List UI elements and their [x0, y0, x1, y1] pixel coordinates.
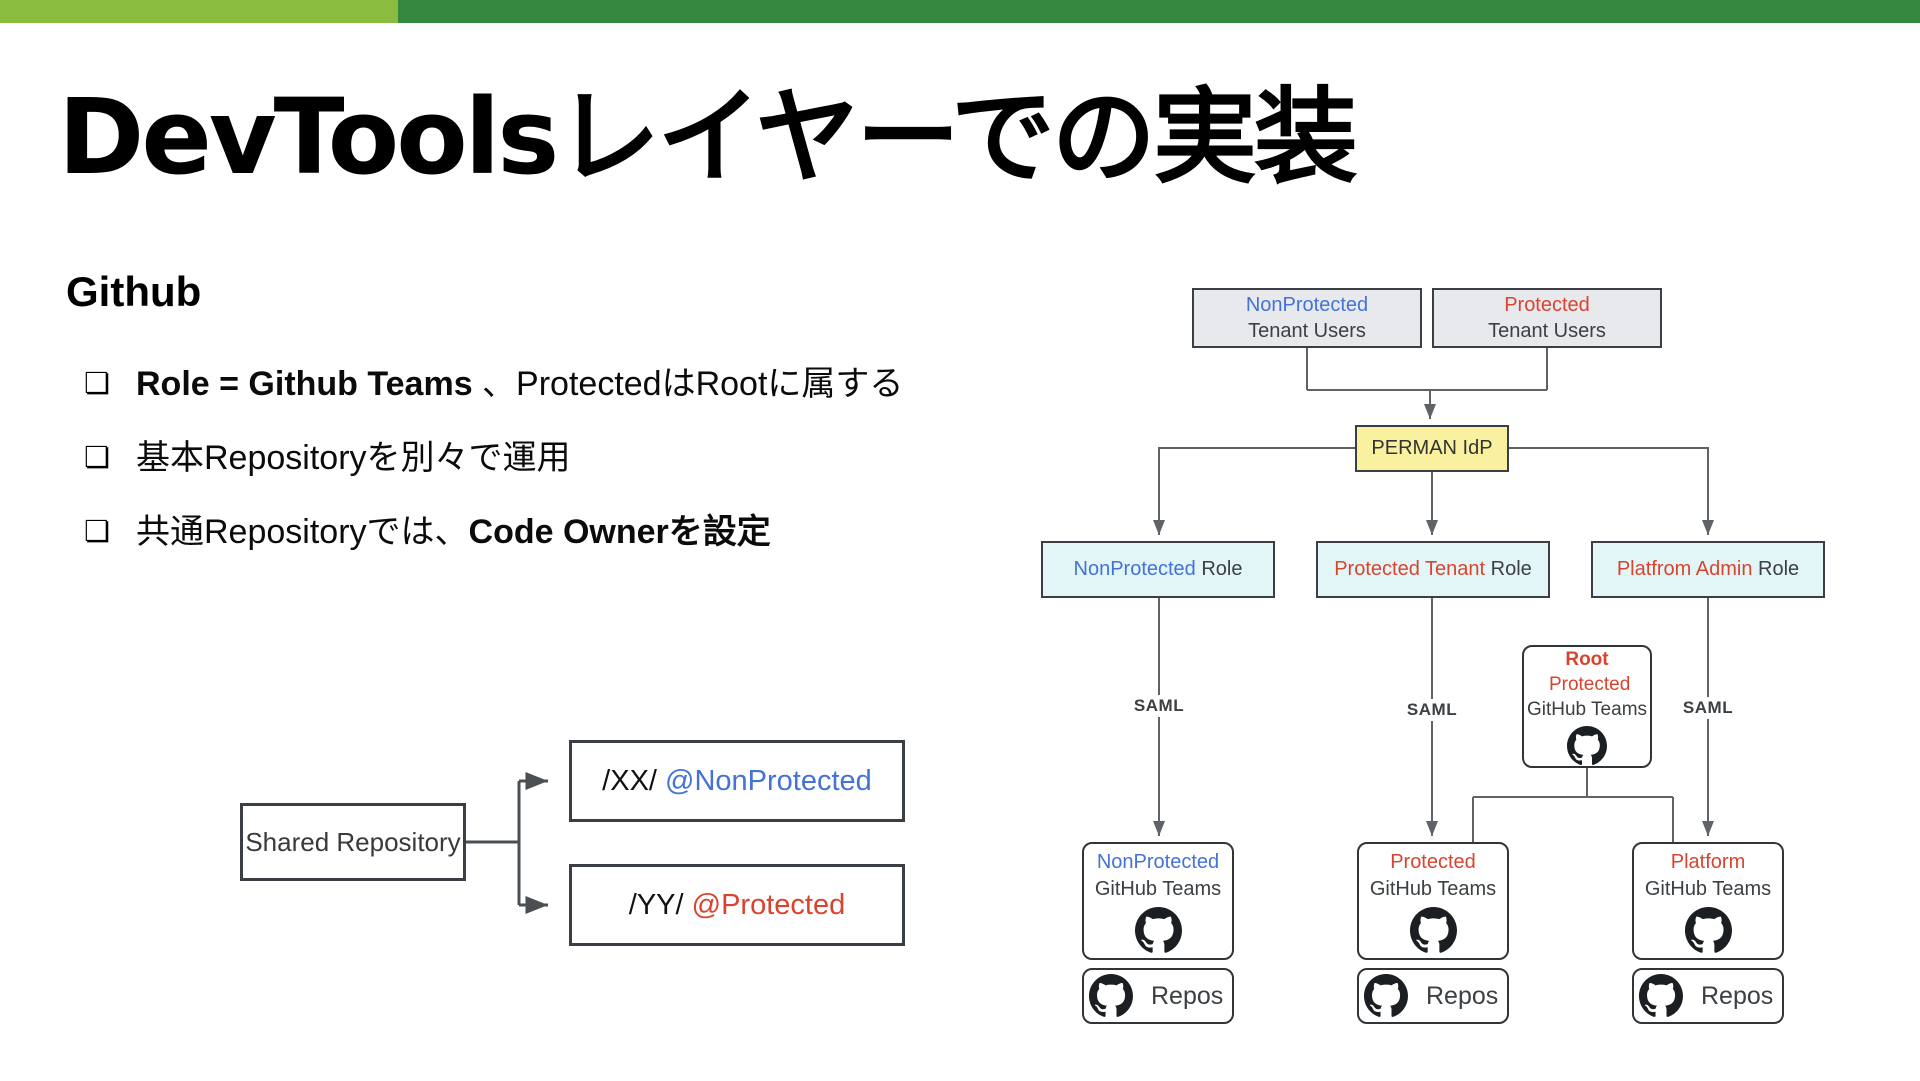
nonprotected-tenant-users-box: NonProtected Tenant Users: [1192, 288, 1422, 348]
team-name: NonProtected: [1096, 850, 1220, 873]
bullet-regular-segment: 共通Repositoryでは、: [136, 513, 469, 551]
protected-tenant-role-box: Protected Tenant Role: [1316, 541, 1550, 598]
path-yy-box: /YY/ @Protected: [569, 864, 905, 946]
path-yy-label: /YY/: [628, 888, 692, 921]
role-suffix: Role: [1485, 558, 1532, 580]
root-label-rest: Protected: [1543, 674, 1631, 695]
github-octocat-icon: [1639, 974, 1683, 1017]
checkbox-bullet-icon: ❏: [84, 368, 110, 400]
nonprotected-role-box: NonProtected Role: [1041, 541, 1275, 598]
tenant-sub: Tenant Users: [1488, 320, 1606, 342]
github-octocat-icon: [1364, 974, 1408, 1017]
role-suffix: Role: [1752, 558, 1800, 580]
root-team-sub: GitHub Teams: [1526, 699, 1648, 720]
team-sub: GitHub Teams: [1644, 877, 1772, 900]
repos-label: Repos: [1426, 981, 1499, 1010]
checkbox-bullet-icon: ❏: [84, 442, 110, 474]
section-heading: Github: [66, 268, 202, 315]
nonprotected-github-teams-box: NonProtected GitHub Teams: [1082, 842, 1234, 960]
bullet-bold-segment: Code Ownerを設定: [468, 513, 771, 551]
platform-github-teams-box: Platform GitHub Teams: [1632, 842, 1784, 960]
root-protected-github-teams-box: Root Protected GitHub Teams: [1522, 645, 1652, 768]
root-team-name: Root Protected: [1524, 647, 1650, 697]
role-name: Platfrom Admin: [1616, 558, 1753, 580]
mention-protected: @Protected: [691, 888, 846, 921]
saml-label: SAML: [1677, 697, 1739, 719]
bullet-item-code-owner: ❏ 共通Repositoryでは、Code Ownerを設定: [84, 504, 903, 551]
github-octocat-icon: [1134, 906, 1182, 953]
repos-label: Repos: [1701, 981, 1774, 1010]
bullet-item-separate-repos: ❏ 基本Repositoryを別々で運用: [84, 430, 903, 477]
bullet-bold-segment: Role = Github Teams: [136, 365, 473, 403]
team-name: Protected: [1390, 850, 1476, 873]
perman-idp-label: PERMAN IdP: [1371, 437, 1493, 459]
bullet-text: Role = Github Teams 、ProtectedはRootに属する: [136, 356, 903, 405]
perman-idp-box: PERMAN IdP: [1355, 425, 1509, 472]
mention-nonprotected: @NonProtected: [665, 764, 872, 797]
bullet-list: ❏ Role = Github Teams 、ProtectedはRootに属す…: [84, 356, 903, 578]
path-xx-label: /XX/: [602, 764, 666, 797]
saml-label: SAML: [1401, 699, 1463, 721]
bullet-text: 基本Repositoryを別々で運用: [136, 430, 571, 479]
role-name: Protected Tenant: [1334, 558, 1486, 580]
header-bar-dark-green: [398, 0, 1920, 23]
team-sub: GitHub Teams: [1094, 877, 1222, 900]
github-octocat-icon: [1409, 906, 1457, 953]
shared-repository-box: Shared Repository: [240, 803, 466, 881]
bullet-text: 共通Repositoryでは、Code Ownerを設定: [136, 504, 771, 553]
repos-label: Repos: [1151, 981, 1224, 1010]
github-octocat-icon: [1684, 906, 1732, 953]
role-name: NonProtected: [1073, 558, 1196, 580]
protected-tenant-users-box: Protected Tenant Users: [1432, 288, 1662, 348]
checkbox-bullet-icon: ❏: [84, 516, 110, 548]
path-xx-box: /XX/ @NonProtected: [569, 740, 905, 822]
bullet-item-role-teams: ❏ Role = Github Teams 、ProtectedはRootに属す…: [84, 356, 903, 403]
github-octocat-icon: [1567, 726, 1607, 766]
tenant-sub: Tenant Users: [1248, 320, 1366, 342]
shared-repository-label: Shared Repository: [245, 826, 461, 857]
role-suffix: Role: [1195, 558, 1243, 580]
saml-label: SAML: [1128, 695, 1190, 717]
nonprotected-repos-box: Repos: [1082, 968, 1234, 1024]
team-sub: GitHub Teams: [1369, 877, 1497, 900]
bullet-regular-segment: 基本Repositoryを別々で運用: [136, 439, 571, 477]
platform-admin-role-box: Platfrom Admin Role: [1591, 541, 1825, 598]
bullet-regular-segment: 、ProtectedはRootに属する: [472, 365, 904, 403]
root-label: Root: [1565, 649, 1609, 670]
tenant-name: NonProtected: [1245, 294, 1369, 316]
tenant-name: Protected: [1504, 294, 1590, 316]
page-title: DevToolsレイヤーでの実装: [58, 76, 1358, 198]
team-name: Platform: [1670, 850, 1746, 873]
platform-repos-box: Repos: [1632, 968, 1784, 1024]
protected-github-teams-box: Protected GitHub Teams: [1357, 842, 1509, 960]
protected-repos-box: Repos: [1357, 968, 1509, 1024]
header-bar-light-green: [0, 0, 398, 23]
github-octocat-icon: [1089, 974, 1133, 1017]
